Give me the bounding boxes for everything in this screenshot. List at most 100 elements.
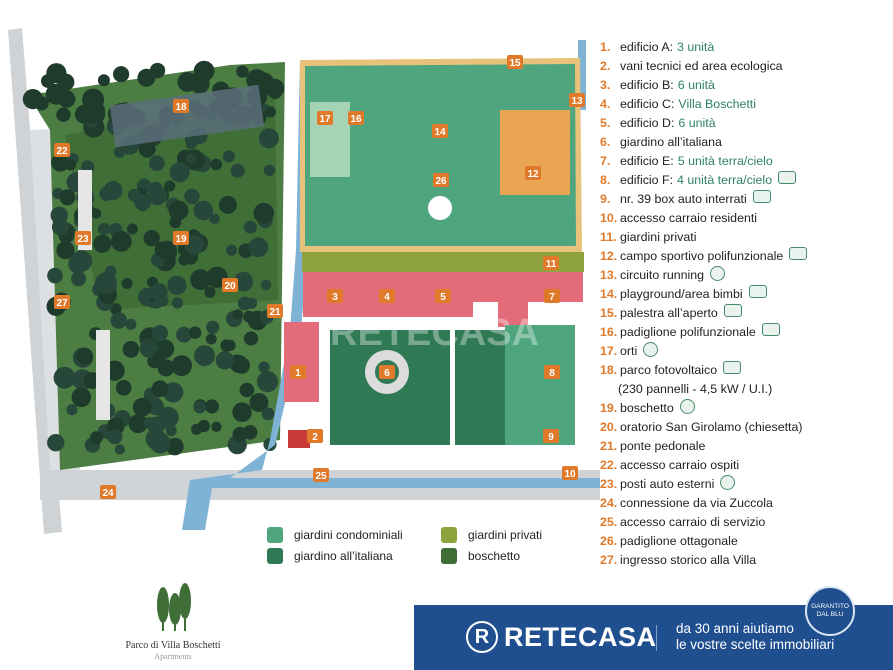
map-marker-16[interactable]: 16 [348,111,364,125]
map-marker-10[interactable]: 10 [562,466,578,480]
legend-item-detail: 4 unità terra/cielo [677,173,773,187]
map-marker-7[interactable]: 7 [544,289,560,303]
sports-field-icon [789,247,808,260]
map-marker-box [544,365,560,379]
legend-item-number: 7. [600,154,611,168]
tree [71,271,87,287]
map-marker-21[interactable]: 21 [267,304,283,318]
tree [93,234,112,253]
tree [205,333,217,345]
legend-item: 11.giardini privati [600,228,890,247]
map-marker-20[interactable]: 20 [222,278,238,292]
legend-item: 22.accesso carraio ospiti [600,456,890,475]
map-marker-17[interactable]: 17 [317,111,333,125]
map-marker-27[interactable]: 27 [54,295,70,309]
map-marker-box [54,295,70,309]
parking-icon [720,475,736,490]
tree [206,320,220,334]
tree [185,138,197,150]
map-marker-13[interactable]: 13 [569,93,585,107]
map-marker-5[interactable]: 5 [435,289,451,303]
tree [184,234,205,255]
tree [253,202,275,224]
logo-subtitle: Apartments [154,652,192,661]
tree [256,371,279,393]
legend-item: 9.nr. 39 box auto interrati [600,190,890,209]
map-marker-14[interactable]: 14 [432,124,448,138]
map-marker-box [348,111,364,125]
legend-item: 5.edificio D:6 unità [600,114,890,133]
tree [258,128,279,149]
tree [47,434,65,452]
logo-title: Parco di Villa Boschetti [125,640,221,651]
legend-item: 2.vani tecnici ed area ecologica [600,57,890,76]
retecasa-mark-icon: R [466,621,498,653]
tree [134,193,152,211]
map-marker-24[interactable]: 24 [100,485,116,499]
map-marker-12[interactable]: 12 [525,166,541,180]
map-marker-box [543,429,559,443]
legend-item-number: 2. [600,59,611,73]
map-marker-4[interactable]: 4 [379,289,395,303]
legend-item-number: 6. [600,135,611,149]
legend-item-number: 22. [600,458,618,472]
tree [121,278,133,289]
tree [186,153,197,164]
tree [226,244,238,256]
map-marker-label: 21 [269,307,281,318]
italian-garden [330,325,575,445]
legend-item: 16.padiglione polifunzionale [600,323,890,342]
legend-item-number: 21. [600,439,618,453]
map-marker-label: 24 [102,488,114,499]
legend-item-number: 27. [600,553,618,567]
tree [236,65,249,78]
legend-item-label: edificio B: [620,78,674,92]
map-marker-26[interactable]: 26 [433,173,449,187]
tree [114,444,125,455]
map-marker-6[interactable]: 6 [379,365,395,379]
guarantee-badge: GARANTITO DAL BLU [805,586,855,636]
tree [260,279,272,291]
tree [110,312,128,329]
legend-item-label: edificio F: [620,173,674,187]
map-marker-15[interactable]: 15 [507,55,523,69]
cypress-trees-icon [157,583,191,631]
tree [248,237,269,258]
tree [99,186,114,201]
map-marker-22[interactable]: 22 [54,143,70,157]
map-marker-box [507,55,523,69]
map-marker-label: 8 [549,368,555,379]
map-marker-23[interactable]: 23 [75,231,91,245]
map-marker-label: 10 [564,469,576,480]
retecasa-banner[interactable]: R RETECASA da 30 anni aiutiamo le vostre… [414,605,893,670]
tree [151,325,168,342]
legend-item: 27.ingresso storico alla Villa [600,551,890,570]
map-marker-1[interactable]: 1 [290,365,306,379]
map-marker-9[interactable]: 9 [543,429,559,443]
tree [47,267,63,284]
map-marker-label: 6 [384,368,390,379]
tree [249,393,269,412]
map-marker-3[interactable]: 3 [327,289,343,303]
map-marker-8[interactable]: 8 [544,365,560,379]
garage-icon [752,190,771,203]
map-marker-box [327,289,343,303]
tree [125,318,137,330]
tree [171,355,193,376]
map-marker-18[interactable]: 18 [173,99,189,113]
map-marker-19[interactable]: 19 [173,231,189,245]
tree [147,416,166,435]
map-marker-box [267,304,283,318]
tree [204,399,219,414]
map-marker-label: 4 [384,292,390,303]
area-legend-item: giardino all’italiana [267,548,393,564]
legend-item: 14.playground/area bimbi [600,285,890,304]
tree [191,423,203,435]
car-icon [778,171,797,184]
map-marker-2[interactable]: 2 [307,429,323,443]
map-marker-11[interactable]: 11 [543,256,559,270]
tree [164,180,176,192]
map-marker-label: 25 [315,471,327,482]
map-marker-25[interactable]: 25 [313,468,329,482]
